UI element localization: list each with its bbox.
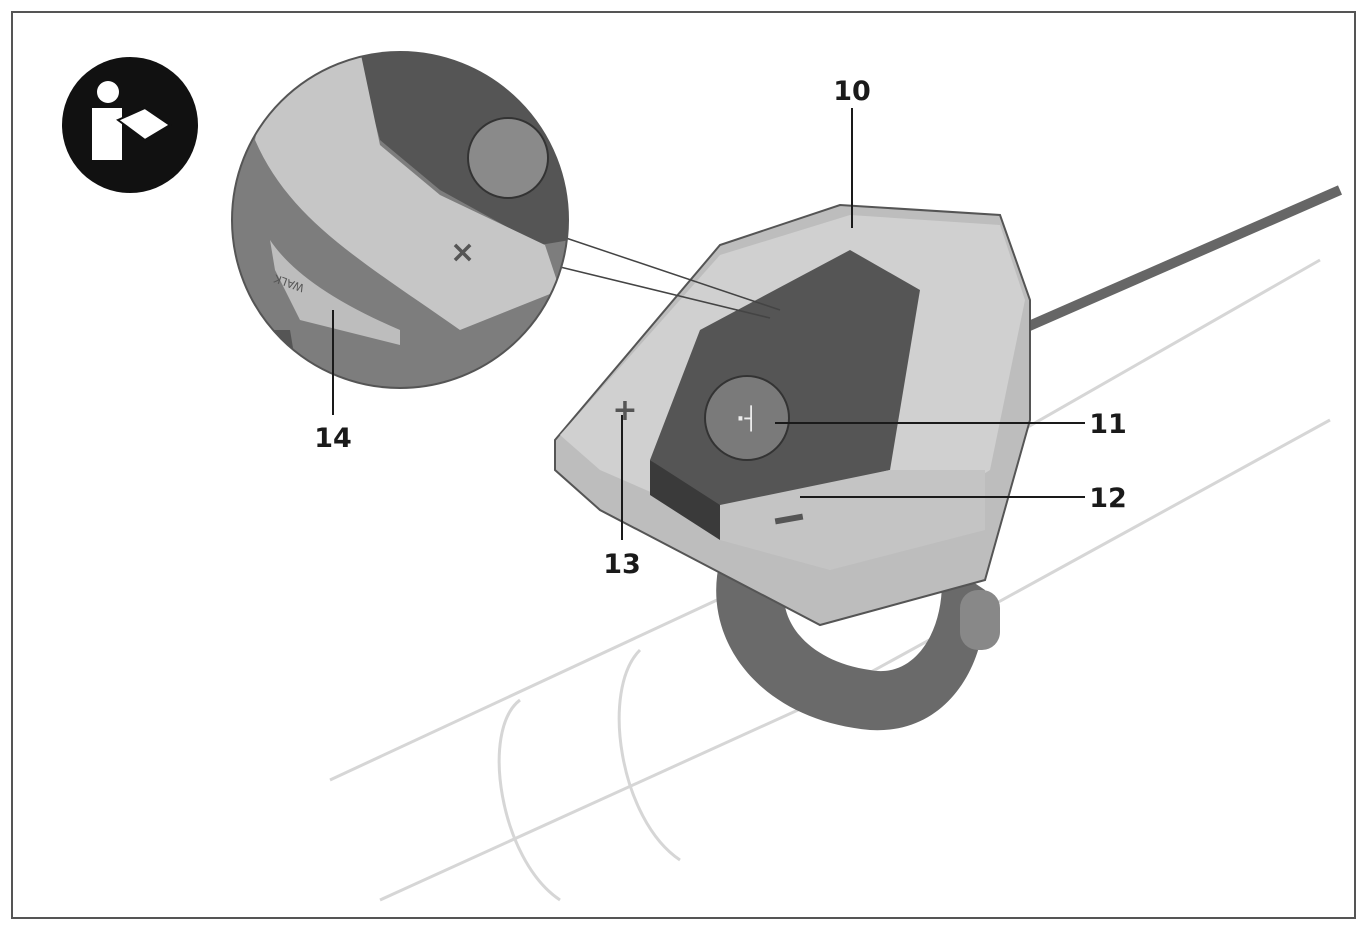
control-unit bbox=[554, 203, 1031, 627]
callout-leaders bbox=[332, 108, 1085, 540]
walk-assist-symbol-icon: ·┤ bbox=[736, 405, 758, 432]
detail-magnifier: × WALK bbox=[231, 51, 781, 389]
callout-14: 14 bbox=[314, 423, 352, 454]
callout-11: 11 bbox=[1089, 409, 1127, 440]
minus-button[interactable] bbox=[774, 513, 804, 525]
walk-assist-button[interactable]: ·┤ bbox=[704, 375, 790, 461]
callout-12: 12 bbox=[1089, 483, 1127, 514]
plus-button[interactable]: + bbox=[612, 393, 637, 428]
read-manual-icon bbox=[62, 57, 198, 193]
clamp-screw bbox=[960, 590, 1000, 650]
svg-text:×: × bbox=[450, 235, 475, 270]
callout-10: 10 bbox=[833, 76, 871, 107]
cable bbox=[1017, 185, 1343, 335]
callout-13: 13 bbox=[603, 549, 641, 580]
